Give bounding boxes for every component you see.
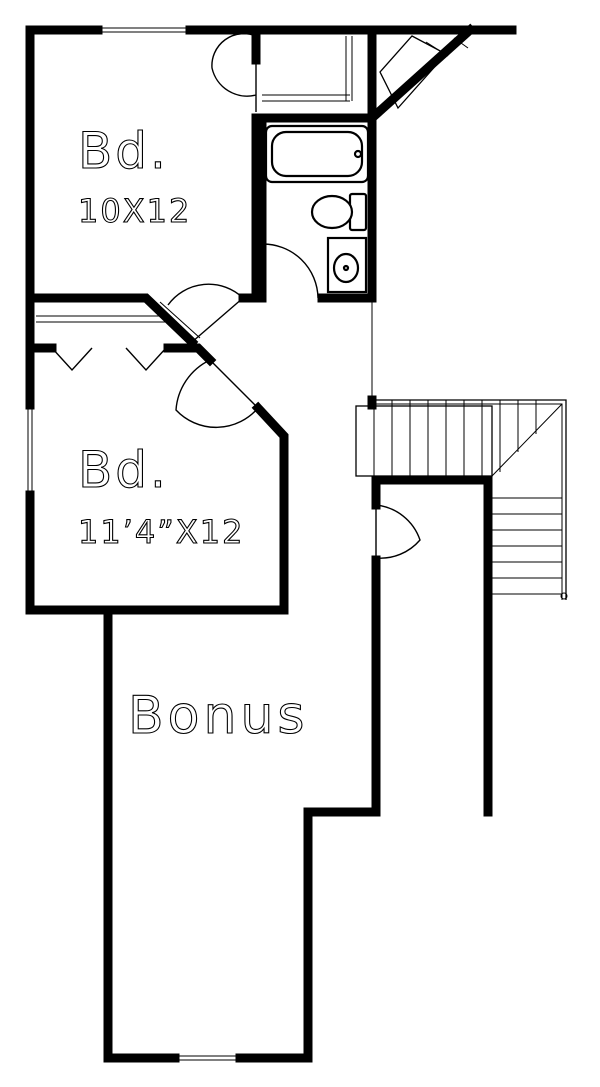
- bedroom1-dimensions: 10X12: [78, 192, 191, 230]
- bedroom2-right-wall: [25, 401, 289, 615]
- bonus-bottom-right: [235, 555, 381, 1063]
- stair-door[interactable]: [375, 504, 421, 559]
- closets: [36, 35, 469, 345]
- stair-post-end: [560, 592, 568, 600]
- bonus-room-name: Bonus: [128, 686, 309, 746]
- bedroom1-right-wall-lower: [238, 113, 261, 303]
- stair-run: [355, 405, 493, 477]
- doors: [51, 32, 421, 559]
- bedroom2-door[interactable]: [175, 359, 259, 429]
- bedroom1-closet-door[interactable]: [211, 32, 257, 112]
- bathtub-basin: [270, 130, 364, 178]
- corner-closet-shelf: [425, 41, 449, 57]
- closet2-shelf-3: [151, 307, 195, 345]
- bedroom1-name: Bd.: [78, 122, 169, 180]
- stair-winder: [491, 403, 563, 477]
- room-labels: Bd. 10X12 Bd. 11’4”X12 Bonus: [77, 121, 309, 746]
- tub-faucet: [353, 149, 363, 159]
- stairs: [355, 399, 568, 600]
- bonus-left-wall: [103, 605, 180, 1063]
- bedroom1-bottom-wall: [25, 293, 199, 349]
- bedroom2-dimensions: 11’4”X12: [78, 513, 244, 551]
- bedroom2-closet-wall-right: [163, 343, 217, 367]
- closet2-shelf-4: [159, 301, 201, 339]
- bath-fixtures: [264, 124, 370, 294]
- stair-landing-wall: [371, 475, 493, 817]
- corner-angled-wall: [365, 23, 477, 125]
- bathroom-door[interactable]: [261, 243, 319, 299]
- bedroom2-closet-doors[interactable]: [51, 347, 167, 372]
- corner-closet-shelf-b: [453, 37, 469, 49]
- bedroom2-name: Bd.: [78, 441, 169, 499]
- sink-drain: [342, 264, 350, 272]
- toilet-bowl: [310, 194, 354, 230]
- bedroom1-door[interactable]: [167, 283, 244, 343]
- stair-landing: [372, 399, 567, 600]
- corner-closet: [379, 35, 448, 110]
- walls: [25, 23, 517, 1063]
